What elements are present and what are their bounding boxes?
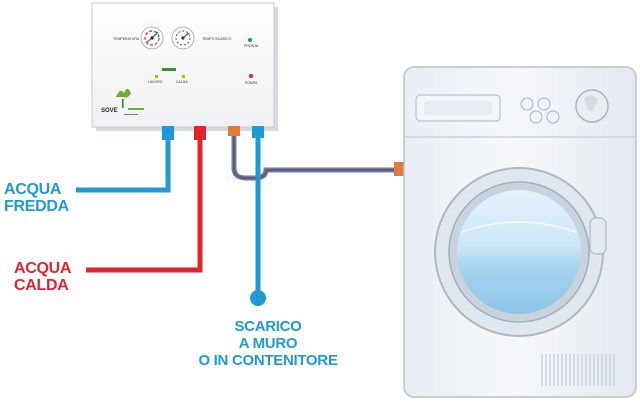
supply-hose-core: [233, 134, 400, 179]
drain-end-icon: [250, 290, 266, 306]
brand-name: SOVE: [101, 108, 118, 114]
drain-label-line-2: A MURO: [238, 335, 298, 352]
door-glass: [457, 190, 581, 314]
washing-machine: [403, 66, 637, 398]
drain-label: SCARICO A MURO O IN CONTENITORE: [198, 318, 338, 369]
temperature-caption: TEMPERATURA: [113, 37, 140, 41]
drain-time-caption: TEMPO SCARICO: [202, 37, 232, 41]
program-button: [546, 110, 560, 124]
door-handle: [589, 217, 607, 255]
brand-logo: SOVE: [101, 89, 144, 115]
hot-water-pipe: [86, 127, 203, 273]
pump-led-caption: POMPA: [245, 81, 258, 85]
cold-water-pipe: [76, 127, 171, 193]
cold-water-label-line-1: ACQUA: [4, 181, 62, 198]
pump-led-icon: [249, 74, 253, 78]
drain-time-dial: [171, 26, 195, 50]
program-button: [537, 97, 551, 111]
supply-outlet-fitting: [228, 126, 240, 136]
control-box-body: [91, 2, 275, 128]
cold-water-label-line-2: FREDDA: [4, 198, 69, 215]
machine-inlet-connector: [394, 162, 406, 176]
temperature-dial: [140, 26, 164, 50]
hot-water-label: ACQUA CALDA: [14, 260, 71, 294]
switch-group: [155, 68, 185, 78]
switch-right-caption: CALDA: [176, 80, 188, 84]
switch-left-caption: LAVORO: [148, 80, 163, 84]
cold-inlet-fitting: [162, 126, 174, 140]
program-button: [520, 97, 534, 111]
program-button: [529, 110, 543, 124]
ready-led-caption: PRONTA: [244, 44, 259, 48]
drain-label-line-3: O IN CONTENITORE: [198, 352, 338, 369]
control-box: TEMPERATURA TEMPO SCARICO PRONTA POMPA L…: [91, 2, 278, 131]
drain-outlet-fitting: [252, 126, 264, 138]
hot-water-label-line-2: CALDA: [14, 277, 69, 294]
hot-water-label-line-1: ACQUA: [14, 260, 72, 277]
filter-grille: [541, 354, 615, 386]
hot-inlet-fitting: [194, 126, 206, 140]
drain-label-line-1: SCARICO: [234, 318, 302, 335]
cold-water-label: ACQUA FREDDA: [4, 181, 69, 215]
ready-led-icon: [248, 38, 252, 42]
